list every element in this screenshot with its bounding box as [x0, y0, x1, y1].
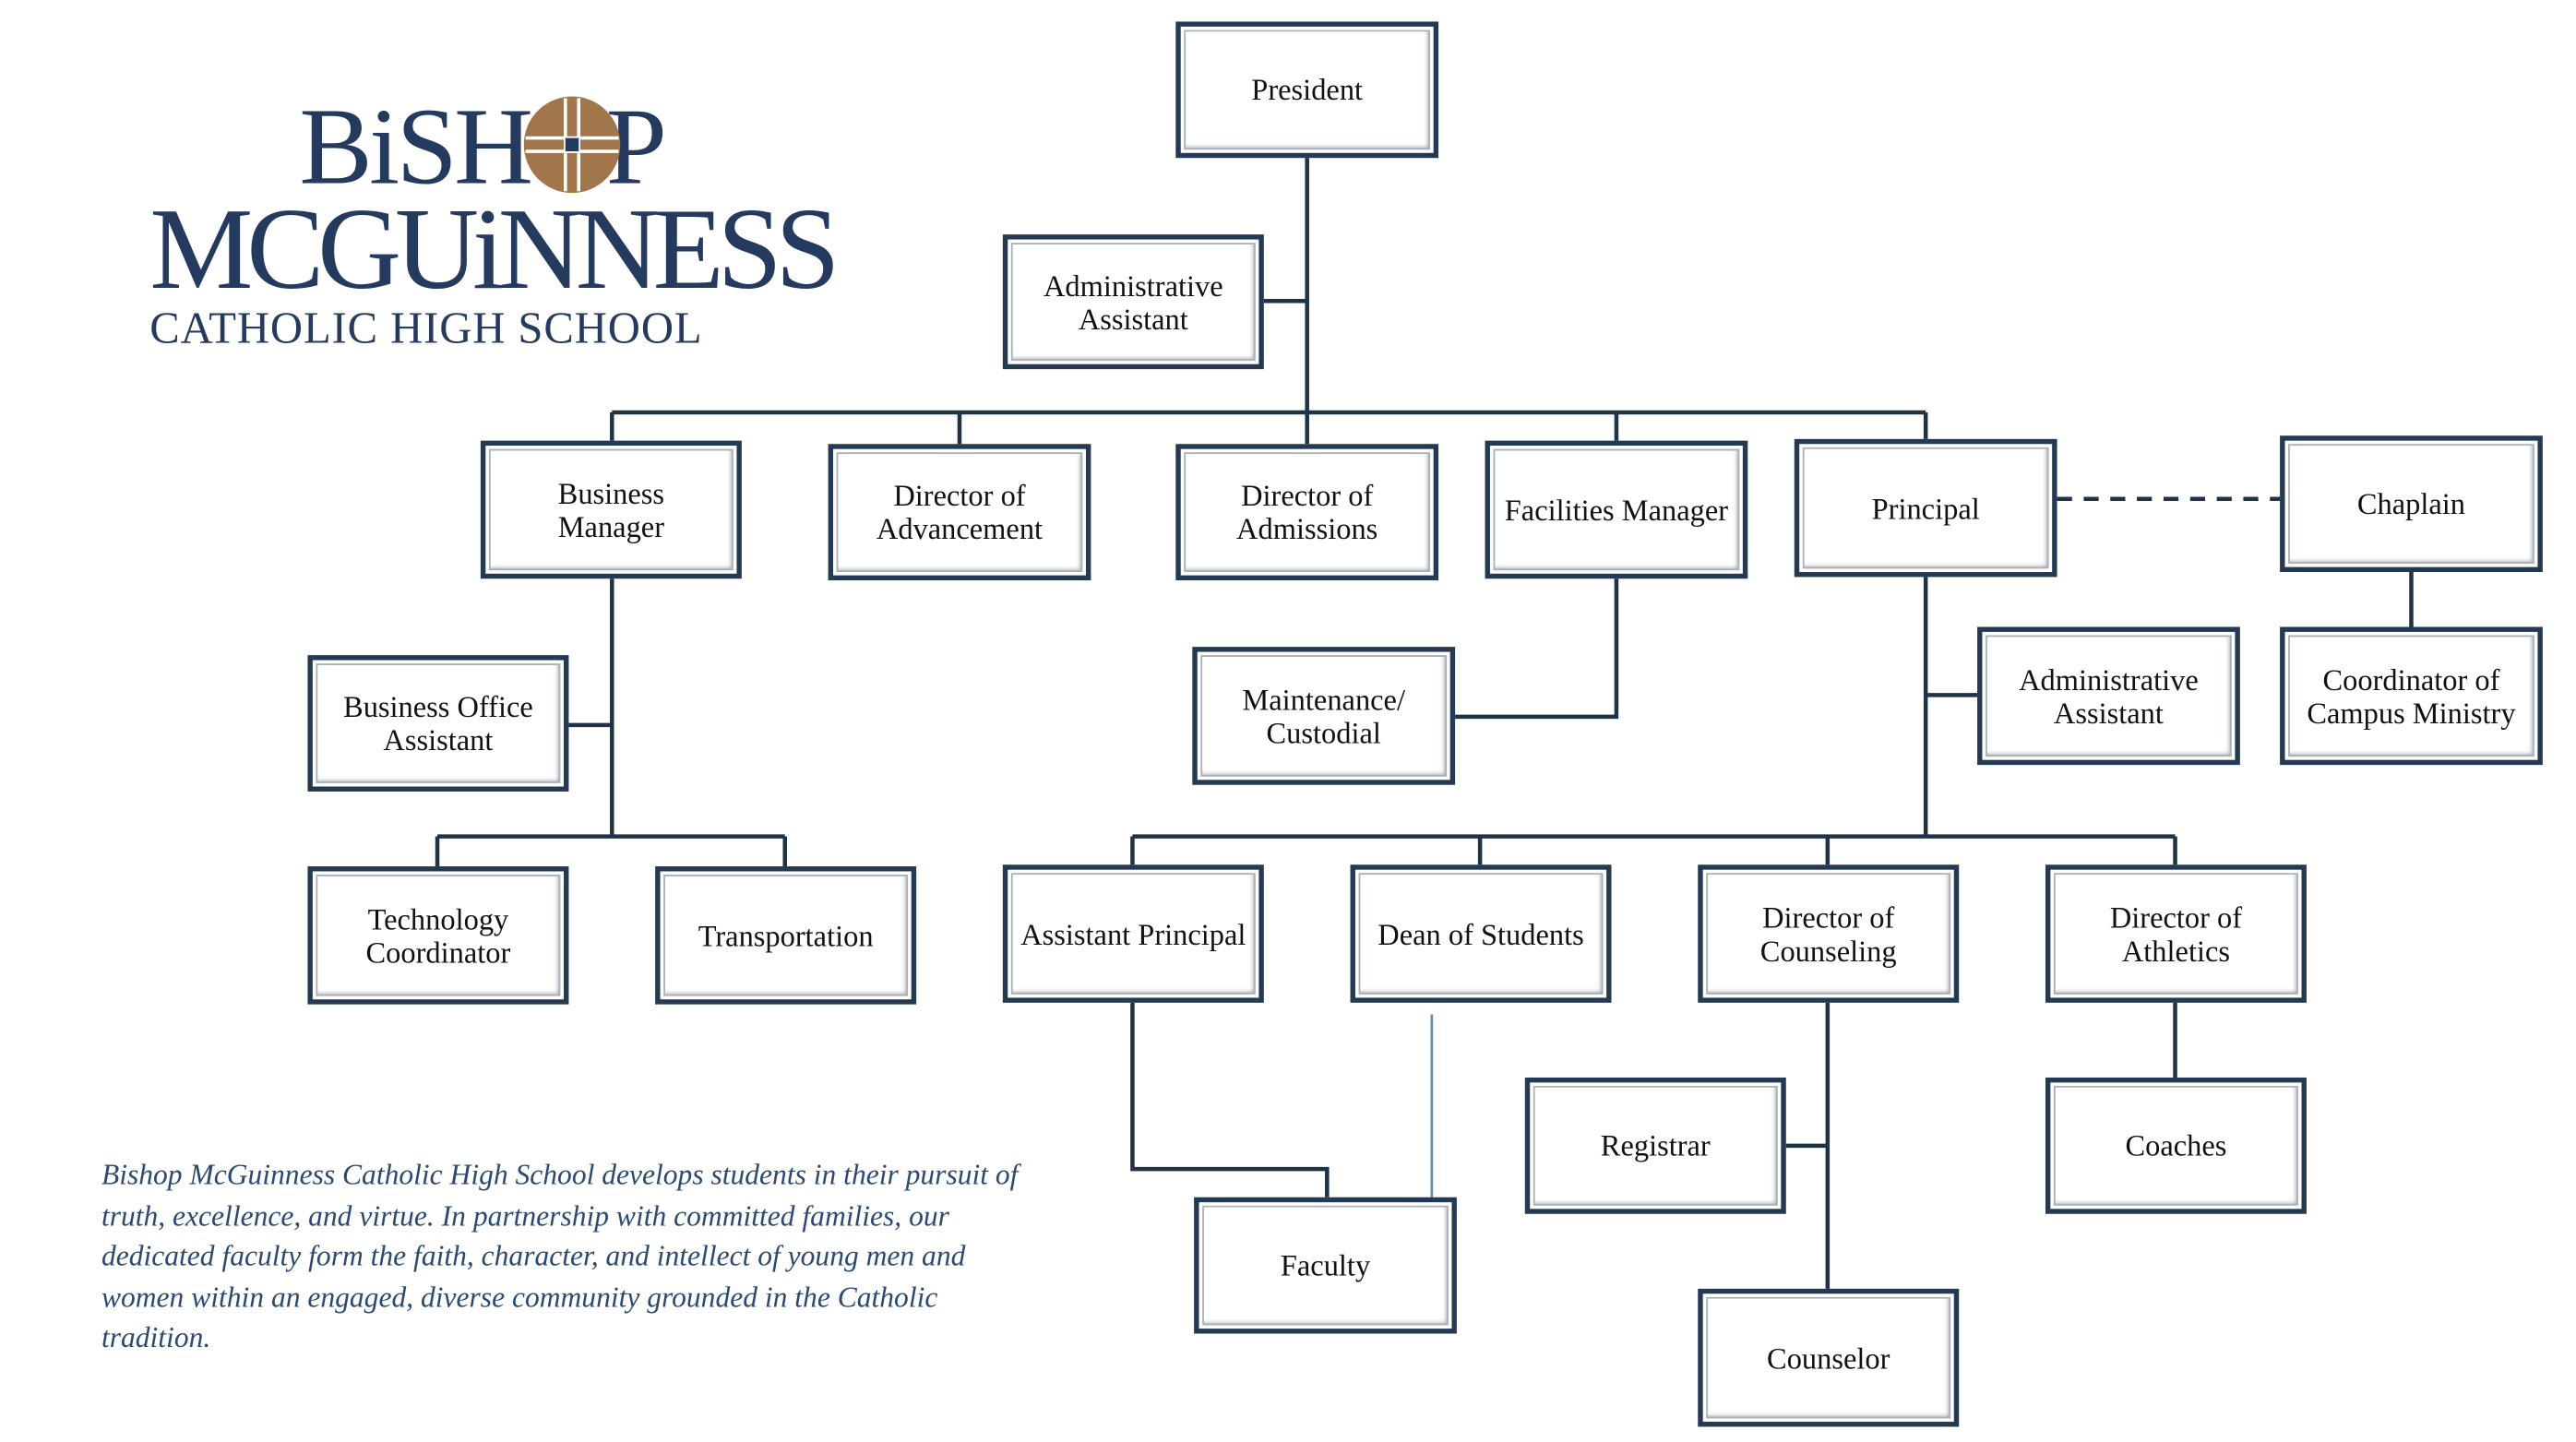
box-facilities-manager: Facilities Manager	[1485, 440, 1748, 579]
box-business-office-assistant: Business Office Assistant	[307, 655, 569, 792]
mission-statement: Bishop McGuinness Catholic High School d…	[101, 1157, 1019, 1354]
box-director-athletics: Director of Athletics	[2045, 864, 2307, 1003]
box-maintenance-custodial: Maintenance/ Custodial	[1192, 647, 1456, 785]
line-facilities-maintenance	[1453, 577, 1619, 720]
box-admin-assistant-principal: Administrative Assistant	[1977, 626, 2240, 766]
box-director-admissions: Director of Admissions	[1175, 444, 1439, 581]
logo-cross-icon	[523, 96, 621, 194]
box-faculty: Faculty	[1194, 1197, 1457, 1334]
box-chaplain: Chaplain	[2280, 435, 2543, 573]
line-asst-principal-faculty	[1130, 1001, 1330, 1199]
box-principal: Principal	[1794, 438, 2057, 578]
box-director-advancement: Director of Advancement	[828, 444, 1091, 581]
school-logo: BiSHOP MCGUiNNESS CATHOLIC HIGH SCHOOL	[147, 89, 840, 355]
box-transportation: Transportation	[655, 866, 917, 1005]
box-president: President	[1175, 21, 1439, 159]
box-technology-coordinator: Technology Coordinator	[307, 866, 569, 1005]
box-registrar: Registrar	[1524, 1077, 1786, 1214]
box-coaches: Coaches	[2045, 1077, 2307, 1214]
logo-line-2: MCGUiNNESS	[149, 185, 840, 315]
box-counselor: Counselor	[1698, 1288, 1960, 1427]
box-assistant-principal: Assistant Principal	[1002, 864, 1264, 1003]
box-coordinator-campus-ministry: Coordinator of Campus Ministry	[2280, 626, 2543, 766]
box-director-counseling: Director of Counseling	[1698, 864, 1960, 1003]
box-admin-assistant-president: Administrative Assistant	[1002, 234, 1264, 370]
box-business-manager: Business Manager	[480, 440, 742, 579]
logo-line-3: CATHOLIC HIGH SCHOOL	[149, 303, 703, 353]
box-dean-of-students: Dean of Students	[1350, 864, 1612, 1003]
